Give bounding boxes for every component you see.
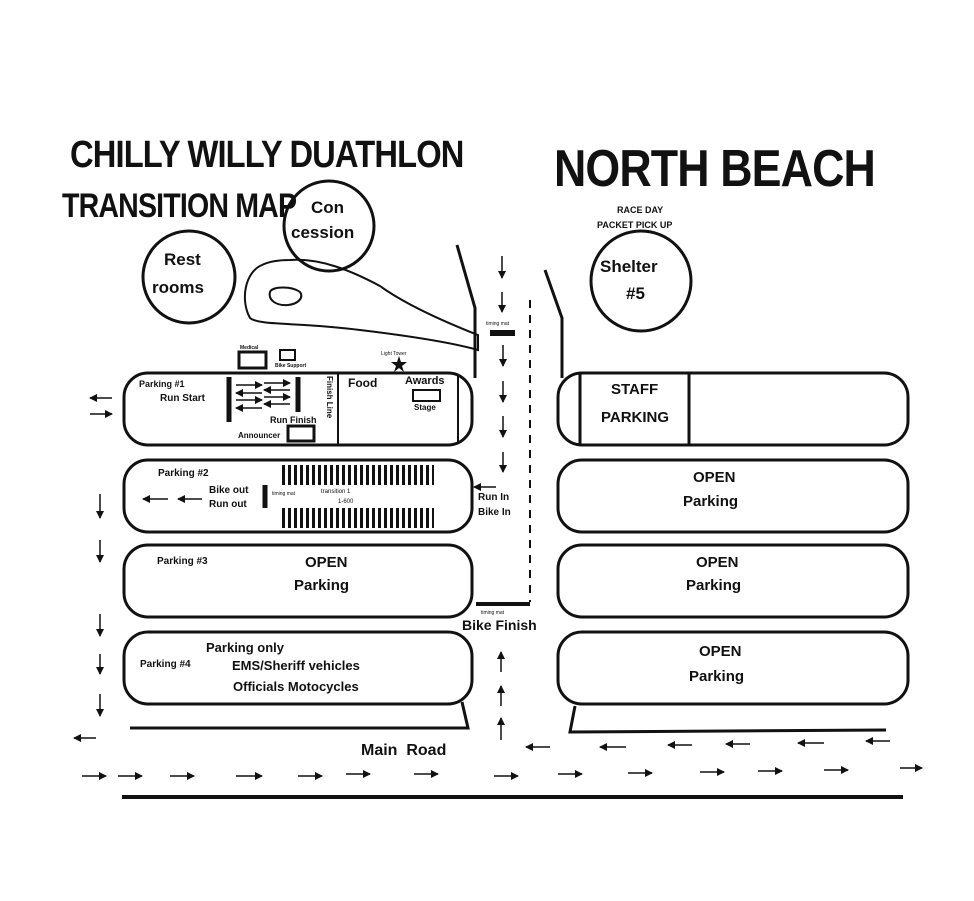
bike-support-tent xyxy=(279,349,296,361)
medical-tent xyxy=(237,350,268,370)
finish-line-label: Finish Line xyxy=(325,376,334,419)
packet-pickup-line2: PACKET PICK UP xyxy=(597,220,673,230)
pond-outline xyxy=(243,258,479,352)
lot4-ems: EMS/Sheriff vehicles xyxy=(232,658,360,673)
lot4-parking-only: Parking only xyxy=(206,640,285,655)
parking-lot-r1 xyxy=(556,371,910,447)
parking-1-label: Parking #1 xyxy=(139,379,185,389)
timing-mat-mid-label: timing mat xyxy=(272,491,296,497)
concession-circle xyxy=(282,179,376,273)
lot4-officials: Officials Motocycles xyxy=(233,679,359,694)
run-start-label: Run Start xyxy=(160,393,205,404)
bike-racks-top xyxy=(282,465,434,485)
parking-lot-3 xyxy=(122,543,474,619)
stage-box xyxy=(412,389,441,402)
lot-base-right xyxy=(568,705,887,734)
map-subtitle: TRANSITION MAP xyxy=(62,187,297,225)
shelter-circle xyxy=(589,229,693,333)
concession-label-2: cession xyxy=(291,223,355,242)
r3-open: OPEN xyxy=(696,554,739,571)
shelter-label-1: Shelter xyxy=(600,257,658,276)
bike-out-label: Bike out xyxy=(209,485,249,496)
food-label: Food xyxy=(348,376,378,390)
parking-lot-4 xyxy=(122,630,474,706)
bike-finish-label: Bike Finish xyxy=(462,617,537,633)
concession-label-1: Con xyxy=(311,198,345,217)
r3-parking: Parking xyxy=(686,577,742,594)
lot-base-left xyxy=(130,701,470,730)
parking-lot-r2 xyxy=(556,458,910,534)
run-finish-label: Run Finish xyxy=(270,415,317,425)
bike-in-label: Bike In xyxy=(478,507,511,518)
timing-mat-top xyxy=(490,330,515,336)
timing-mat-bottom-label: timing mat xyxy=(481,610,505,616)
bike-support-label: Bike Support xyxy=(275,363,307,369)
r4-parking: Parking xyxy=(689,668,745,685)
parking-lot-1 xyxy=(122,371,474,447)
lot3-parking: Parking xyxy=(294,577,350,594)
packet-pickup-line1: RACE DAY xyxy=(617,205,664,215)
announcer-box xyxy=(286,424,316,443)
stage-label: Stage xyxy=(414,403,436,412)
staff-label: STAFF xyxy=(611,381,659,398)
r4-open: OPEN xyxy=(699,643,742,660)
r2-parking: Parking xyxy=(683,493,739,510)
main-road-label: Main Road xyxy=(361,742,447,759)
bike-racks-bottom xyxy=(282,508,434,528)
lot3-open: OPEN xyxy=(305,554,348,571)
road-edge-left xyxy=(455,244,477,378)
transition-label: transition 1 xyxy=(321,489,351,495)
medical-label: Medical xyxy=(240,345,259,351)
awards-label: Awards xyxy=(405,375,445,387)
parking-lot-r4 xyxy=(556,630,910,706)
parking-lot-2 xyxy=(122,458,474,534)
restrooms-label-1: Rest xyxy=(164,250,201,269)
shelter-label-2: #5 xyxy=(626,284,645,303)
parking-2-label: Parking #2 xyxy=(158,468,209,479)
staff-parking-label: PARKING xyxy=(601,409,670,426)
timing-mat-top-label: timing mat xyxy=(486,321,510,327)
restrooms-label-2: rooms xyxy=(152,278,204,297)
transition-range: 1-600 xyxy=(338,499,354,505)
run-out-label: Run out xyxy=(209,499,247,510)
road-edge-right xyxy=(543,269,564,378)
parking-lot-r3 xyxy=(556,543,910,619)
restrooms-circle xyxy=(141,229,237,325)
announcer-label: Announcer xyxy=(238,431,281,440)
light-tower-label: Light Tower xyxy=(381,351,407,357)
map-title: CHILLY WILLY DUATHLON xyxy=(70,134,464,176)
parking-3-label: Parking #3 xyxy=(157,556,208,567)
light-tower-star xyxy=(391,356,407,372)
pond-island xyxy=(268,286,303,307)
parking-4-label: Parking #4 xyxy=(140,659,191,670)
venue-title: NORTH BEACH xyxy=(554,140,876,198)
r2-open: OPEN xyxy=(693,469,736,486)
run-in-label: Run In xyxy=(478,492,510,503)
